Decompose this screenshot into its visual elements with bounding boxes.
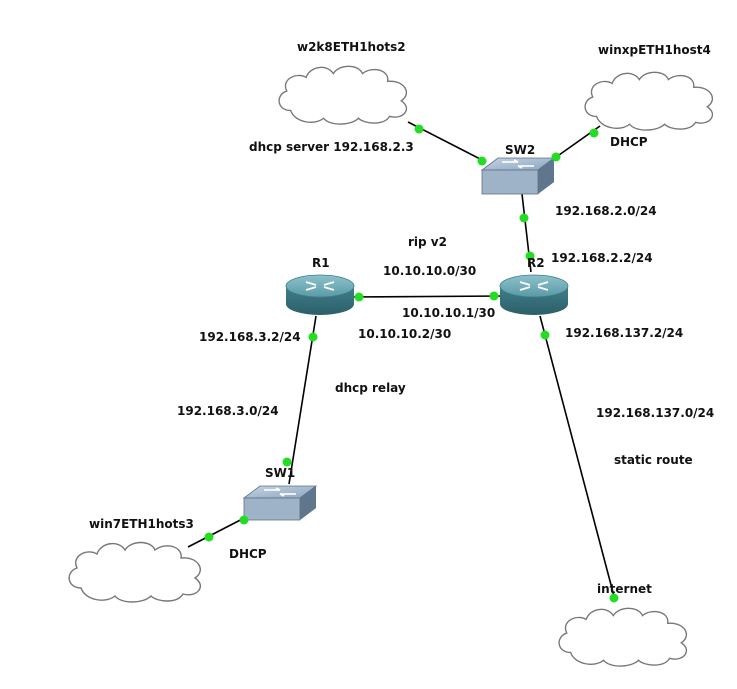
port-dot	[354, 292, 364, 302]
router-icon[interactable]	[285, 274, 355, 315]
annotation-dhcp-winxp: DHCP	[610, 135, 648, 149]
annotation-dhcp-win7: DHCP	[229, 547, 267, 561]
node-label-r2: R2	[527, 256, 545, 270]
annotation-rip: rip v2	[408, 235, 447, 249]
annotation-r2-p2p-ip: 10.10.10.1/30	[402, 306, 496, 320]
node-label-w2k8: w2k8ETH1hots2	[297, 40, 406, 54]
port-dot	[414, 124, 424, 134]
port-dot	[525, 251, 535, 261]
annotation-net-wan: 192.168.137.0/24	[596, 406, 715, 420]
port-dot	[519, 213, 529, 223]
annotation-dhcp-relay: dhcp relay	[335, 381, 406, 395]
port-dot	[609, 593, 619, 603]
node-label-win7: win7ETH1hots3	[89, 517, 194, 531]
cloud-icon[interactable]	[68, 541, 202, 603]
port-dot	[204, 532, 214, 542]
links-layer	[187, 121, 616, 601]
port-dot	[239, 515, 249, 525]
annotation-net-sw2: 192.168.2.0/24	[555, 204, 657, 218]
node-label-winxp: winxpETH1host4	[598, 43, 711, 57]
node-label-r1: R1	[312, 256, 330, 270]
link-r2-internet	[539, 315, 616, 601]
port-dot	[477, 156, 487, 166]
port-indicators	[204, 124, 619, 603]
annotation-static-route: static route	[614, 453, 693, 467]
node-label-sw2: SW2	[505, 143, 536, 157]
annotation-net-sw1: 192.168.3.0/24	[177, 404, 279, 418]
port-dot	[282, 457, 292, 467]
annotation-dhcp-server: dhcp server 192.168.2.3	[249, 140, 414, 154]
cloud-icon[interactable]	[558, 607, 688, 667]
node-label-internet: internet	[597, 582, 652, 596]
link-r1-sw1	[288, 315, 317, 485]
port-dot	[308, 332, 318, 342]
annotation-r2-wan-ip: 192.168.137.2/24	[565, 326, 684, 340]
cloud-icon[interactable]	[278, 65, 408, 125]
annotation-r1-lan-ip: 192.168.3.2/24	[199, 330, 301, 344]
switch-icon[interactable]	[480, 157, 556, 195]
node-label-sw1: SW1	[265, 466, 296, 480]
port-dot	[551, 152, 561, 162]
router-icon[interactable]	[499, 274, 569, 315]
annotation-r2-lan-ip: 192.168.2.2/24	[551, 251, 653, 265]
port-dot	[589, 128, 599, 138]
switch-icon[interactable]	[242, 485, 318, 521]
port-dot	[540, 330, 550, 340]
port-dot	[489, 291, 499, 301]
annotation-p2p-net: 10.10.10.0/30	[383, 264, 477, 278]
annotation-r1-p2p-ip: 10.10.10.2/30	[358, 327, 452, 341]
cloud-icon[interactable]	[584, 71, 714, 131]
link-r1-r2	[343, 295, 506, 298]
